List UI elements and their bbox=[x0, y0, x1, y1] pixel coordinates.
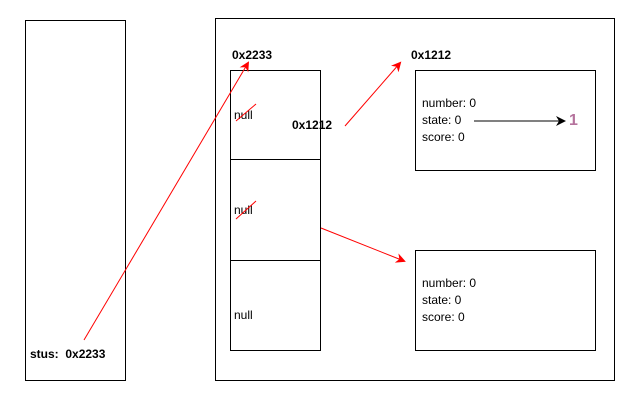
array-cell-divider bbox=[230, 260, 321, 261]
object2-box bbox=[415, 250, 596, 351]
cell0-pointer-label: 0x1212 bbox=[292, 118, 333, 132]
object1-state-new-value: 1 bbox=[569, 112, 578, 129]
object2-field-score: score: 0 bbox=[422, 310, 465, 324]
object1-address: 0x1212 bbox=[411, 48, 452, 62]
array-cell-2-value: null bbox=[234, 308, 253, 322]
stack-frame bbox=[25, 20, 126, 381]
object1-field-score: score: 0 bbox=[422, 130, 465, 144]
array-cell-divider bbox=[230, 159, 321, 160]
object2-field-number: number: 0 bbox=[422, 276, 477, 290]
array-address: 0x2233 bbox=[232, 48, 273, 62]
object1-field-number: number: 0 bbox=[422, 96, 477, 110]
stack-variable-name: stus: bbox=[30, 347, 59, 361]
object1-field-state: state: 0 bbox=[422, 113, 462, 127]
array-cell-0-value: null bbox=[234, 108, 253, 122]
stack-variable-value: 0x2233 bbox=[65, 347, 106, 361]
stack-variable: stus: 0x2233 bbox=[30, 347, 105, 361]
object2-field-state: state: 0 bbox=[422, 293, 462, 307]
array-cell-1-value: null bbox=[234, 203, 253, 217]
